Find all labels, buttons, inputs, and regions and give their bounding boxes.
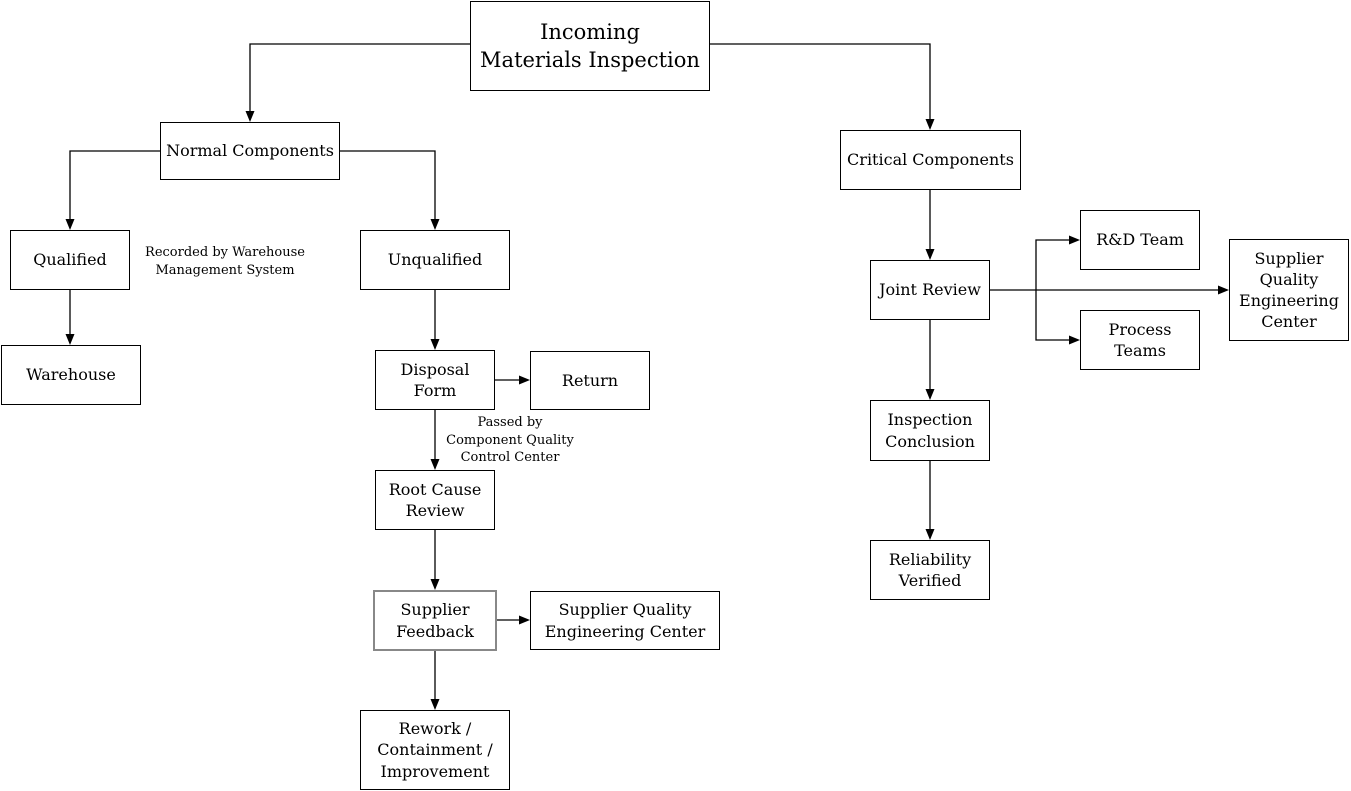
arrowhead [430,219,440,230]
node-joint-review: Joint Review [870,260,990,320]
node-disposal-form: Disposal Form [375,350,495,410]
node-incoming-materials-inspection: Incoming Materials Inspection [470,1,710,91]
annotation-quality-note: Passed by Component Quality Control Cent… [446,415,574,466]
node-unqualified: Unqualified [360,230,510,290]
arrowhead [925,389,935,400]
arrowhead [245,111,255,122]
node-rework-containment-improvement: Rework / Containment / Improvement [360,710,510,790]
node-reliability-verified: Reliability Verified [870,540,990,600]
edge-joint-review-to-process-teams [1035,290,1078,341]
node-supplier-feedback: Supplier Feedback [373,590,497,651]
arrowhead [65,219,75,230]
node-critical-components: Critical Components [840,130,1021,190]
edge-title-to-normal-components [249,43,470,120]
node-root-cause-review: Root Cause Review [375,470,495,530]
edge-title-to-critical-components [710,43,931,128]
arrowhead [1069,335,1080,345]
node-normal-components: Normal Components [160,122,340,180]
node-warehouse: Warehouse [1,345,141,405]
arrowhead [1218,285,1229,295]
edge-normal-to-qualified [69,150,160,228]
arrowhead [925,529,935,540]
arrowhead [519,615,530,625]
node-supplier-quality-engineering-center-right: Supplier Quality Engineering Center [1229,239,1349,341]
node-inspection-conclusion: Inspection Conclusion [870,400,990,461]
annotation-warehouse-note: Recorded by Warehouse Management System [145,245,305,278]
arrowhead [430,339,440,350]
node-return: Return [530,351,650,410]
edge-joint-review-to-rd-team [1035,239,1078,290]
node-qualified: Qualified [10,230,130,290]
arrowhead [519,375,530,385]
node-supplier-quality-engineering-center-left: Supplier Quality Engineering Center [530,591,720,650]
arrowhead [925,119,935,130]
arrowhead [430,699,440,710]
arrowhead [925,249,935,260]
node-rd-team: R&D Team [1080,210,1200,270]
arrowhead [65,334,75,345]
edge-normal-to-unqualified [340,150,436,228]
node-process-teams: Process Teams [1080,310,1200,370]
arrowhead [430,459,440,470]
arrowhead [430,579,440,590]
arrowhead [1069,235,1080,245]
